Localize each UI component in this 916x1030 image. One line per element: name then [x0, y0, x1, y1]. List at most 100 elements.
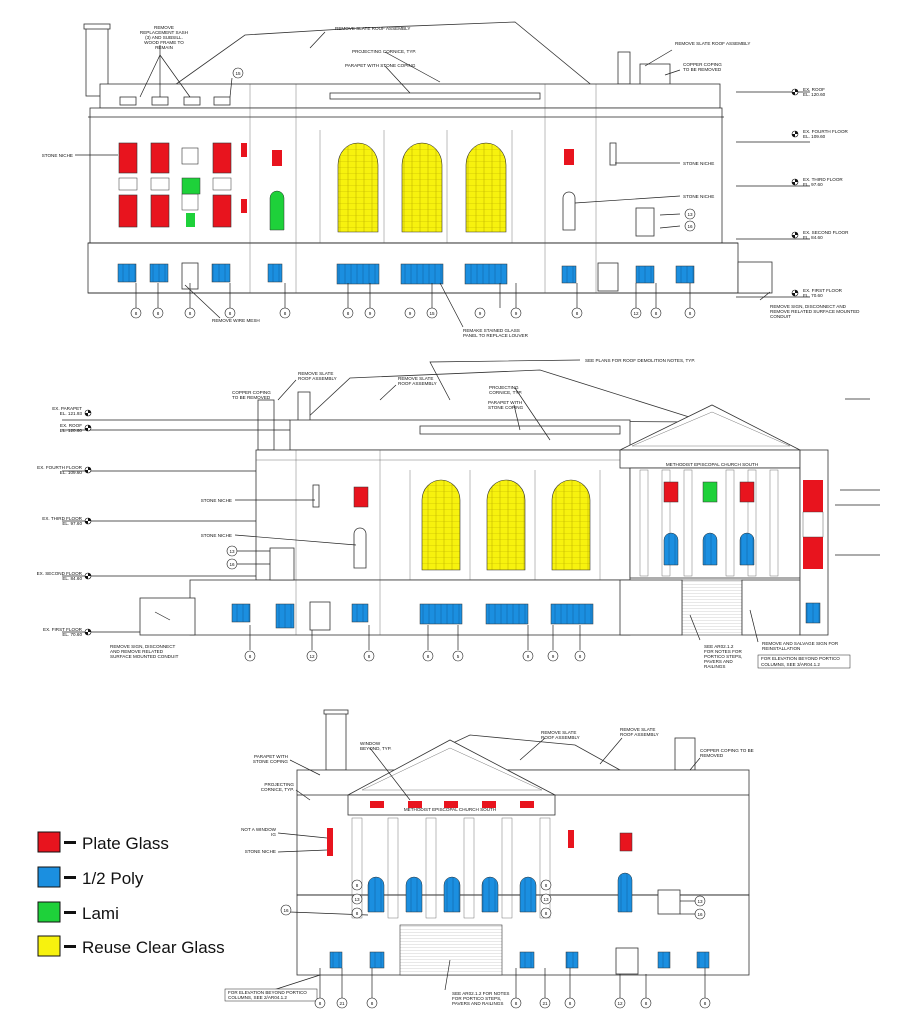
level-2-1-name: EX. ROOF: [60, 423, 82, 428]
note-parapet-3-l1: PARAPET WITH: [254, 754, 288, 759]
tag-3-r1: 13: [543, 897, 549, 902]
note-see-plans: SEE PLANS FOR ROOF DEMOLITION NOTES, TYP…: [585, 358, 695, 363]
note-copper-coping-1-l2: TO BE REMOVED: [683, 67, 722, 72]
note-replacement-sash-l4: WOOD FRAME TO: [144, 40, 184, 45]
tag-3-l0: 8: [356, 883, 359, 888]
legend-label-poly: 1/2 Poly: [82, 869, 144, 888]
note-copper-coping-1-l1: COPPER COPING: [683, 62, 722, 67]
level-markers-1: EX. ROOF EL. 120.60 EX. FOURTH FLOOR EL.…: [791, 87, 849, 298]
reuse-clear-glass-arches-2: [421, 479, 591, 571]
note-see-portico-2-l2: FOR NOTES FOR: [704, 649, 742, 654]
tag-2-b7: 8: [579, 654, 582, 659]
note-copper-coping-2-l1: COPPER COPING: [232, 390, 271, 395]
tag-3-r2: 8: [545, 911, 548, 916]
note-replacement-sash-l3: (3) AND SUBSILL.: [145, 35, 183, 40]
legend-swatch-plate-glass: [37, 831, 61, 853]
annotations-3: WINDOW BEYOND, TYP. REMOVE SLATE ROOF AS…: [224, 727, 754, 1006]
note-see-portico-2-l5: RAILINGS: [704, 664, 725, 669]
tag-15-top: 15: [235, 71, 241, 76]
tag-3-side-13: 13: [697, 899, 703, 904]
note-stone-niche-2b: STONE NICHE: [201, 533, 232, 538]
note-copper-coping-2-l2: TO BE REMOVED: [232, 395, 271, 400]
tag-3-b6: 12: [617, 1001, 623, 1006]
note-remove-sign-1-l3: CONDUIT: [770, 314, 791, 319]
note-not-window-l1: NOT A WINDOW: [241, 827, 277, 832]
note-remove-wire-mesh: REMOVE WIRE MESH: [212, 318, 260, 323]
note-remove-slate-2b-l2: ROOF ASSEMBLY: [398, 381, 437, 386]
tag-2-side-16: 16: [229, 562, 235, 567]
tag-2-b5: 8: [527, 654, 530, 659]
level-1-0-name: EX. ROOF: [803, 87, 825, 92]
note-not-window-l2: IG: [271, 832, 276, 837]
note-remove-sign-2-l1: REMOVE SIGN, DISCONNECT: [110, 644, 176, 649]
tag-2-b0: 8: [249, 654, 252, 659]
roof-2: [303, 369, 706, 423]
tag-1-b11: 8: [576, 311, 579, 316]
note-remove-slate-3b-l1: REMOVE SLATE: [620, 727, 655, 732]
note-stone-niche-1-right2: STONE NICHE: [683, 194, 714, 199]
note-projecting-cornice-3-l1: PROJECTING: [264, 782, 294, 787]
frieze-2: METHODIST EPISCOPAL CHURCH SOUTH: [666, 462, 758, 467]
legend: Plate Glass 1/2 Poly Lami Reuse Clear Gl…: [37, 831, 225, 957]
legend-item-lami: Lami: [37, 901, 119, 923]
plate-glass-windows-2: [353, 480, 824, 569]
note-remove-salvage-l1: REMOVE AND SALVAGE SIGN FOR: [762, 641, 839, 646]
level-2-0-name: EX. PARAPET: [52, 406, 82, 411]
legend-item-poly: 1/2 Poly: [37, 866, 144, 888]
annotations-1: REMOVE REPLACEMENT SASH (3) AND SUBSILL.…: [42, 25, 860, 338]
note-beyond-portico-3-l1: FOR ELEVATION BEYOND PORTICO: [228, 990, 307, 995]
tag-2-side-13: 13: [229, 549, 235, 554]
note-beyond-portico-2-l2: COLUMNS, SEE 3/AR04.1.2: [761, 662, 820, 667]
note-remove-slate-2a-l2: ROOF ASSEMBLY: [298, 376, 337, 381]
tag-3-16: 16: [283, 908, 289, 913]
level-1-1-el: EL. 109.60: [803, 134, 826, 139]
tag-3-b0: 8: [319, 1001, 322, 1006]
note-remove-sign-2-l3: SURFACE MOUNTED CONDUIT: [110, 654, 179, 659]
tag-3-b5: 8: [569, 1001, 572, 1006]
legend-item-plate-glass: Plate Glass: [37, 831, 169, 853]
note-stone-niche-1-left: STONE NICHE: [42, 153, 73, 158]
bottom-tags-1: 8 8 8 8 8 8 9 9 15 9 9 8 12 8 8: [130, 283, 696, 319]
note-window-beyond-l1: WINDOW: [360, 741, 381, 746]
legend-swatch-lami: [37, 901, 61, 923]
note-see-portico-3-l1: SEE AR02.1.2 FOR NOTES: [452, 991, 509, 996]
level-1-4-el: EL. 70.60: [803, 293, 823, 298]
level-1-1-name: EX. FOURTH FLOOR: [803, 129, 849, 134]
legend-swatch-poly: [37, 866, 61, 888]
level-1-3-name: EX. SECOND FLOOR: [803, 230, 849, 235]
note-replacement-sash-l2: REPLACEMENT SASH: [140, 30, 188, 35]
tag-3-b7: 8: [645, 1001, 648, 1006]
tag-1-b13: 8: [655, 311, 658, 316]
level-2-4-name: EX. SECOND FLOOR: [37, 571, 83, 576]
elevation-2: METHODIST EPISCOPAL CHURCH SOUTH: [37, 358, 880, 669]
note-remove-slate-3a-l1: REMOVE SLATE: [541, 730, 576, 735]
level-1-0-el: EL. 120.60: [803, 92, 826, 97]
elevation-1: REMOVE REPLACEMENT SASH (3) AND SUBSILL.…: [42, 21, 860, 338]
level-1-2-el: EL. 97.60: [803, 182, 823, 187]
note-replacement-sash-l5: REMAIN: [155, 45, 173, 50]
tag-1-b0: 8: [135, 311, 138, 316]
plate-glass-windows-1: [118, 142, 574, 228]
tag-1-b12: 12: [633, 311, 639, 316]
poly-windows-3: [329, 872, 710, 969]
note-remove-slate-3a-l2: ROOF ASSEMBLY: [541, 735, 580, 740]
bottom-tags-2: 8 12 8 8 5 8 9 8: [244, 625, 586, 662]
note-remove-slate-2a-l1: REMOVE SLATE: [298, 371, 333, 376]
note-beyond-portico-2-l1: FOR ELEVATION BEYOND PORTICO: [761, 656, 840, 661]
level-1-3-el: EL. 84.60: [803, 235, 823, 240]
note-projecting-cornice-2-l2: CORNICE, TYP.: [489, 390, 522, 395]
plate-glass-windows-3: [327, 801, 633, 856]
note-projecting-cornice-2-l1: PROJECTING: [489, 385, 519, 390]
tag-1-b3: 8: [229, 311, 232, 316]
note-beyond-portico-3-l2: COLUMNS, SEE 2/AR04.1.2: [228, 995, 287, 1000]
poly-windows-2: [231, 532, 821, 629]
legend-label-plate-glass: Plate Glass: [82, 834, 169, 853]
level-markers-2: EX. PARAPET EL. 121.93 EX. ROOF EL. 120.…: [37, 406, 92, 637]
tag-2-b6: 9: [552, 654, 555, 659]
note-parapet-3-l2: STONE COPING: [253, 759, 289, 764]
legend-label-reuse-clear-glass: Reuse Clear Glass: [82, 938, 225, 957]
attic-windows-1: [119, 92, 541, 106]
level-2-2-name: EX. FOURTH FLOOR: [37, 465, 83, 470]
annotations-2: SEE PLANS FOR ROOF DEMOLITION NOTES, TYP…: [110, 358, 851, 669]
